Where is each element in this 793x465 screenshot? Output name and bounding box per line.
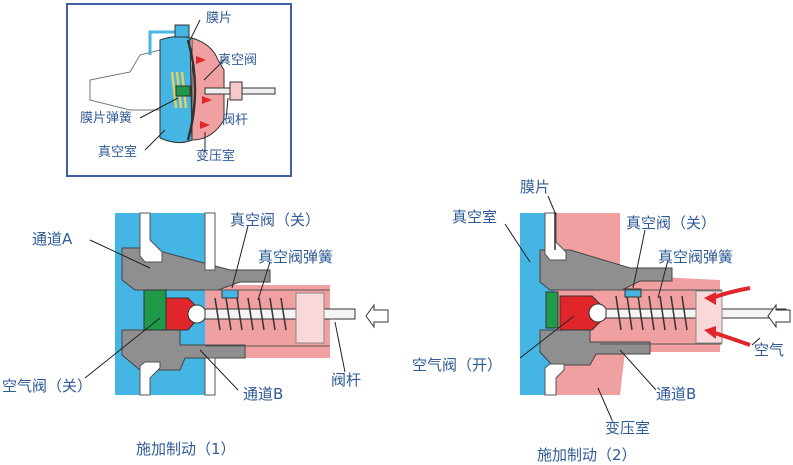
left-air-valve xyxy=(144,290,166,330)
left-caption: 施加制动（1） xyxy=(136,440,236,458)
right-label-diaphragm: 膜片 xyxy=(520,178,550,196)
right-caption: 施加制动（2） xyxy=(537,446,637,464)
left-label-air-valve-closed: 空气阀（关） xyxy=(2,377,92,395)
left-label-passage-a: 通道A xyxy=(32,230,73,248)
left-filter xyxy=(296,293,324,343)
right-push-arrow xyxy=(768,305,790,327)
inset-label-valve-rod: 阀杆 xyxy=(222,113,248,128)
right-label-vacuum-chamber: 真空室 xyxy=(452,208,497,226)
inset-label-diaphragm: 膜片 xyxy=(206,11,232,26)
left-label-vacuum-valve-spring: 真空阀弹簧 xyxy=(258,248,333,266)
left-label-vacuum-valve-closed: 真空阀（关） xyxy=(230,211,320,229)
right-diagram: 膜片 真空室 真空阀（关） 真空阀弹簧 空气阀（开） 通道B 变压室 空气 施加… xyxy=(412,178,790,464)
inset-diagram: 膜片 真空阀 膜片弹簧 阀杆 真空室 变压室 xyxy=(67,4,291,176)
inset-label-diaphragm-spring: 膜片弹簧 xyxy=(80,110,132,126)
right-label-vacuum-valve-closed: 真空阀（关） xyxy=(626,214,716,232)
right-label-passage-b: 通道B xyxy=(656,385,696,403)
right-air-valve-seat xyxy=(546,292,558,328)
right-label-air: 空气 xyxy=(754,341,784,359)
left-diagram: 真空阀（关） 通道A 真空阀弹簧 空气阀（关） 通道B 阀杆 施加制动（1） xyxy=(2,211,388,458)
right-label-air-valve-open: 空气阀（开） xyxy=(412,356,502,374)
left-push-arrow xyxy=(366,305,388,327)
right-label-variable-chamber: 变压室 xyxy=(605,419,650,437)
left-label-valve-rod: 阀杆 xyxy=(331,371,361,389)
left-label-passage-b: 通道B xyxy=(243,385,283,403)
inset-label-vacuum-valve: 真空阀 xyxy=(218,53,257,68)
inset-label-variable-chamber: 变压室 xyxy=(196,148,235,164)
inset-label-vacuum-chamber: 真空室 xyxy=(98,144,137,160)
right-label-vacuum-valve-spring: 真空阀弹簧 xyxy=(658,248,733,266)
left-vacuum-valve-seat xyxy=(222,290,238,298)
